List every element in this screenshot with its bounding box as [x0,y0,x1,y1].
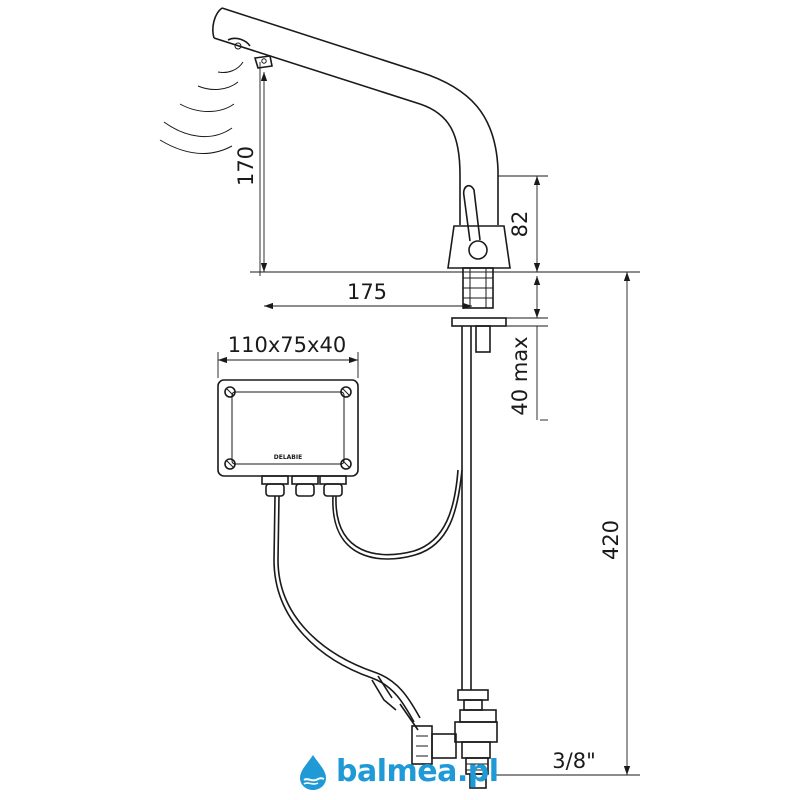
cable-glands [261,475,347,497]
dim-connection: 3/8" [552,749,595,773]
dimension-lines [217,62,640,776]
control-box [217,379,359,477]
cables [273,469,463,731]
box-brand-label: DELABIE [274,454,302,461]
balmea-logo: balmea.pl [296,752,499,792]
dim-deck-thickness: 40 max [508,336,532,415]
faucet-spout [212,7,499,225]
dim-total-length: 420 [599,520,623,560]
solenoid-valve [411,689,498,789]
balmea-drop-icon [300,755,326,790]
dim-box-size: 110x75x40 [228,333,346,357]
dim-spout-height: 170 [234,146,258,186]
sensor-waves [159,61,244,154]
faucet-body [447,184,511,690]
logo-text: balmea.pl [336,754,499,789]
dim-spout-reach: 175 [347,280,387,304]
dim-body-height: 82 [508,211,532,238]
